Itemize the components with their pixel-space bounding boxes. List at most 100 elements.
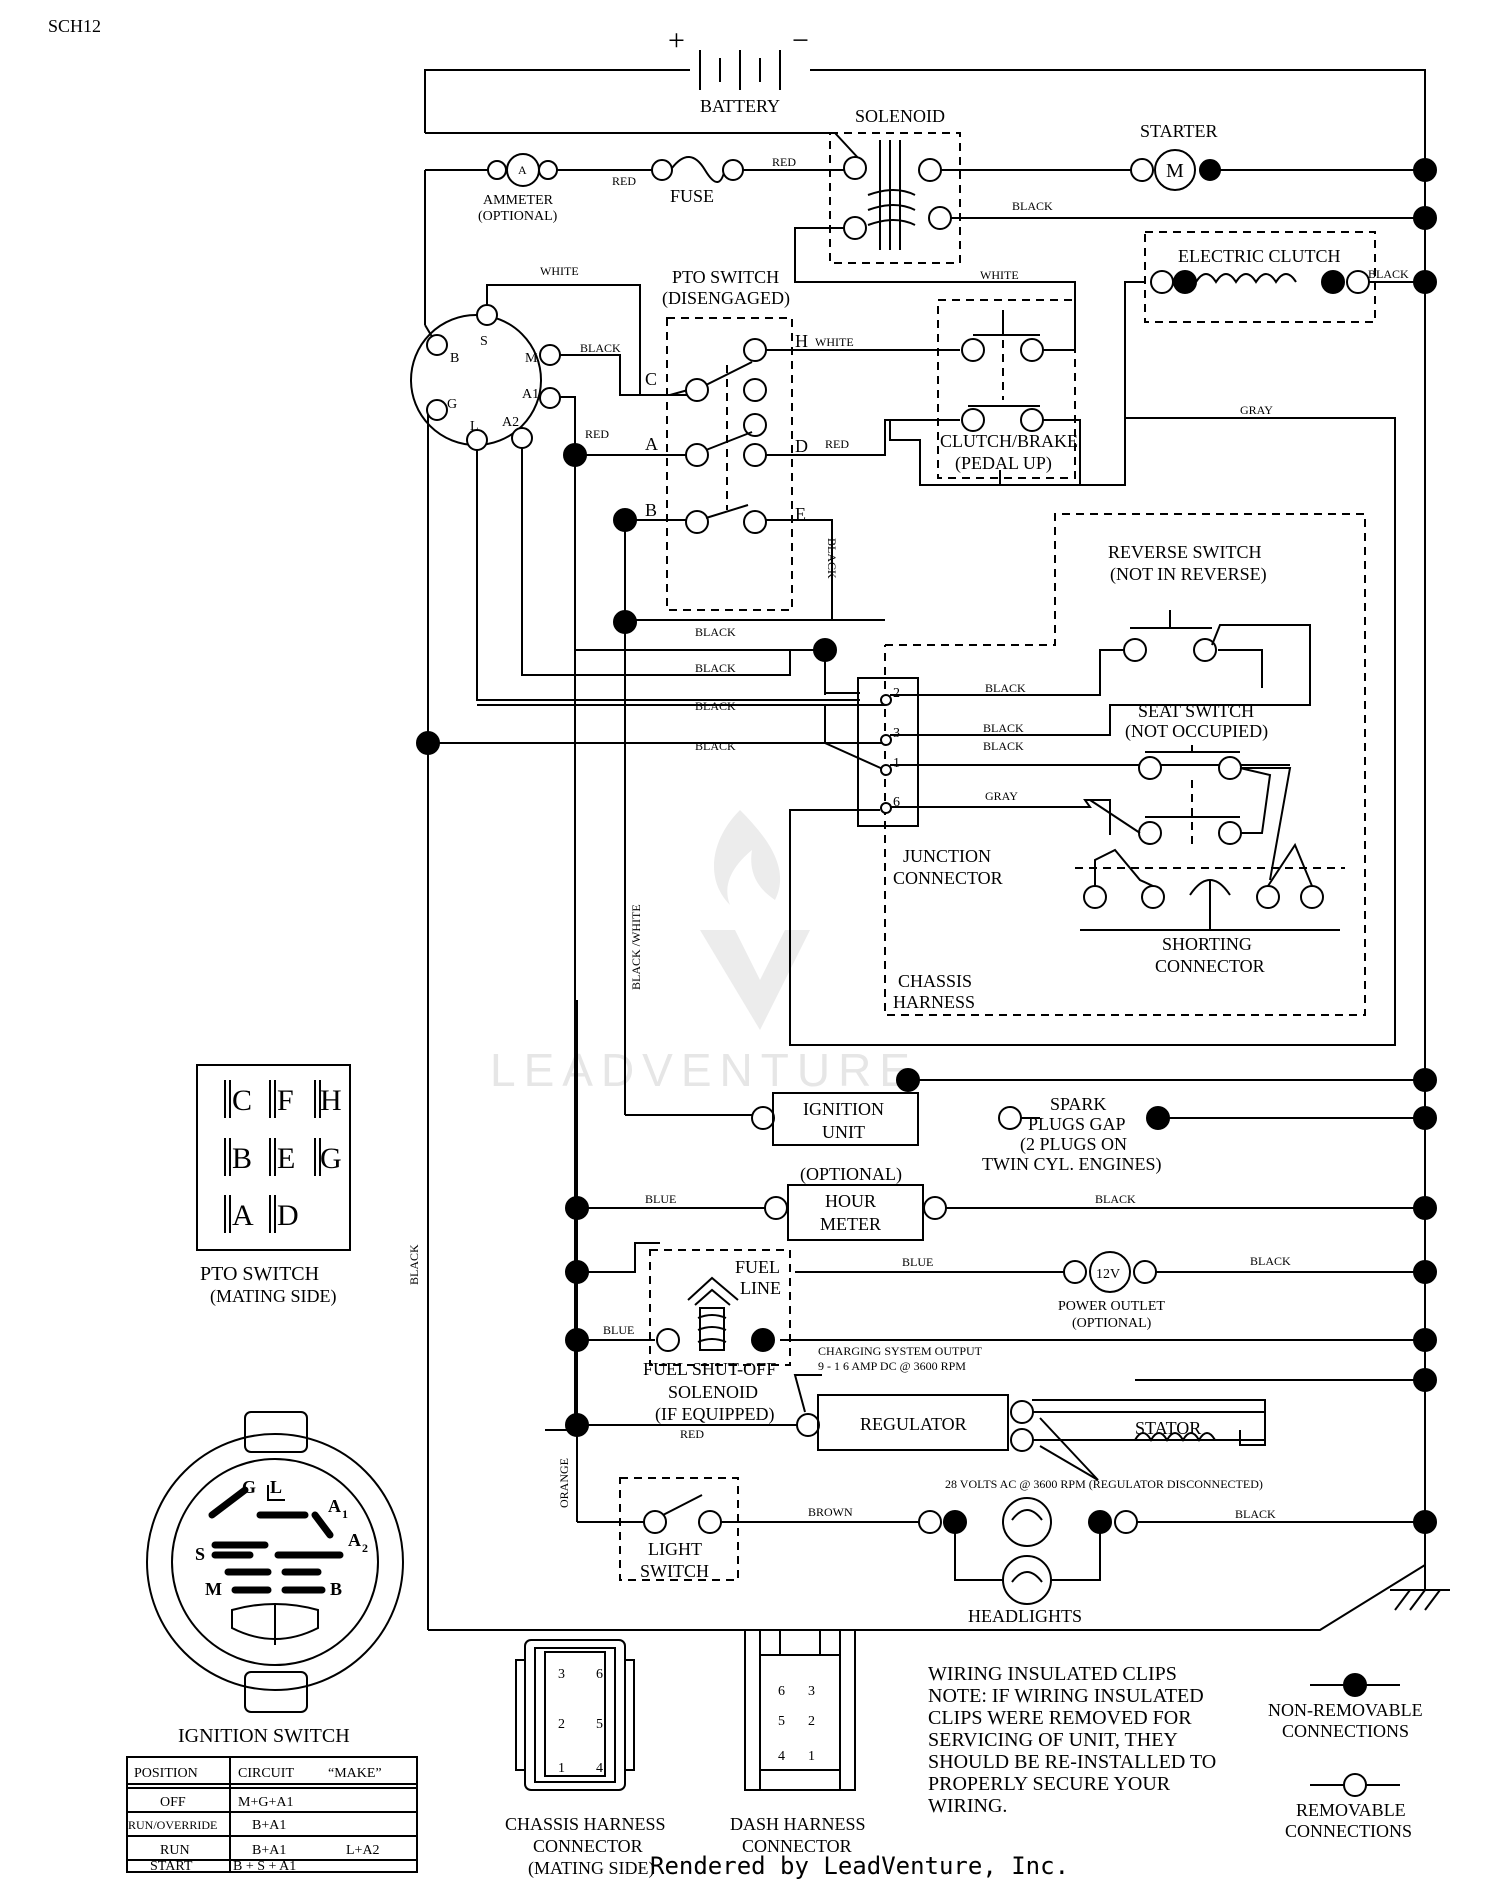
- chassis-pin-4: 4: [596, 1761, 603, 1776]
- pto-mating-subtitle: (MATING SIDE): [210, 1286, 336, 1307]
- volts-note: 28 VOLTS AC @ 3600 RPM (REGULATOR DISCON…: [945, 1477, 1263, 1491]
- wire-black-14: BLACK: [1250, 1254, 1291, 1268]
- pto-mating-title: PTO SWITCH: [200, 1263, 319, 1285]
- ign-face-m: M: [205, 1579, 222, 1599]
- dash-pin-2: 2: [808, 1714, 815, 1729]
- note-line-5: PROPERLY SECURE YOUR: [928, 1773, 1171, 1795]
- pto-e: E: [795, 504, 806, 524]
- seat-state: (NOT OCCUPIED): [1125, 721, 1268, 742]
- fuel-shutoff-1: FUEL SHUT-OFF: [643, 1359, 776, 1379]
- wire-gray-1: GRAY: [1240, 403, 1273, 417]
- fuse: FUSE: [651, 156, 744, 206]
- legend-removable-1: REMOVABLE: [1296, 1800, 1406, 1820]
- dash-pin-3: 3: [808, 1684, 815, 1699]
- pto-mate-b: B: [232, 1142, 252, 1175]
- fuel-shutoff-2: SOLENOID: [668, 1382, 758, 1402]
- ignition-unit: IGNITION UNIT SPARK PLUGS GAP (2 PLUGS O…: [751, 1092, 1170, 1175]
- wire-red-4: RED: [825, 437, 849, 451]
- regulator: CHARGING SYSTEM OUTPUT 9 - 1 6 AMP DC @ …: [793, 1344, 1266, 1491]
- ign-g: G: [447, 397, 457, 412]
- legend-removable-2: CONNECTIONS: [1285, 1821, 1412, 1841]
- outlet-symbol: 12V: [1096, 1267, 1120, 1282]
- note-line-4: SHOULD BE RE-INSTALLED TO: [928, 1751, 1216, 1773]
- legend-removable-dot: [1343, 1773, 1367, 1797]
- table-row-1-circuit: B+A1: [252, 1818, 286, 1833]
- solenoid: SOLENOID: [829, 106, 961, 264]
- ign-face-a1-sub: 1: [342, 1507, 348, 1521]
- junction-label: JUNCTION: [903, 846, 991, 866]
- wire-black-6: BLACK: [695, 661, 736, 675]
- fuel-shutoff-solenoid: FUEL LINE FUEL SHUT-OFF SOLENOID (IF EQU…: [643, 1249, 791, 1425]
- electric-clutch: ELECTRIC CLUTCH: [1144, 231, 1376, 323]
- starter-symbol: M: [1166, 160, 1184, 182]
- pto-h: H: [795, 331, 808, 351]
- ignition-unit-unit: UNIT: [822, 1122, 865, 1142]
- wire-orange: ORANGE: [557, 1458, 571, 1508]
- watermark-text: LEADVENTURE: [490, 1044, 918, 1096]
- wire-blue-2: BLUE: [902, 1255, 933, 1269]
- power-outlet: 12V POWER OUTLET (OPTIONAL): [1058, 1251, 1165, 1331]
- wire-red-5: RED: [680, 1427, 704, 1441]
- pto-state: (DISENGAGED): [662, 288, 790, 309]
- table-row-2-extra: L+A2: [346, 1843, 380, 1858]
- pto-mate-c: C: [232, 1084, 252, 1117]
- wire-black-1: BLACK: [1012, 199, 1053, 213]
- ignition-unit-label: IGNITION: [803, 1099, 884, 1119]
- junction-connector-label: CONNECTOR: [893, 868, 1003, 888]
- rendered-by: Rendered by LeadVenture, Inc.: [650, 1852, 1069, 1880]
- jpin-2: 2: [893, 686, 900, 701]
- dash-conn-title-1: DASH HARNESS: [730, 1814, 866, 1834]
- wire-black-9: BLACK: [985, 681, 1026, 695]
- wire-white-2: WHITE: [815, 335, 854, 349]
- hour-meter-optional: (OPTIONAL): [800, 1164, 902, 1185]
- switch-label: SWITCH: [640, 1561, 709, 1581]
- table-row-2-circuit: B+A1: [252, 1843, 286, 1858]
- starter: M STARTER: [1130, 121, 1221, 191]
- ignition-switch-title: IGNITION SWITCH: [178, 1725, 350, 1747]
- line-label: LINE: [740, 1278, 781, 1298]
- note-line-1: NOTE: IF WIRING INSULATED: [928, 1685, 1204, 1707]
- legend-non-removable-dot: [1343, 1673, 1367, 1697]
- charging-2: 9 - 1 6 AMP DC @ 3600 RPM: [818, 1359, 966, 1373]
- dash-harness-connector: 6 3 5 2 4 1 DASH HARNESS CONNECTOR: [730, 1629, 866, 1856]
- dash-pin-1: 1: [808, 1749, 815, 1764]
- wire-black-3: BLACK: [1368, 267, 1409, 281]
- ammeter-label: AMMETER: [483, 193, 554, 208]
- table-row-2-position: RUN: [160, 1843, 190, 1858]
- note-line-0: WIRING INSULATED CLIPS: [928, 1663, 1177, 1685]
- note-line-2: CLIPS WERE REMOVED FOR: [928, 1707, 1192, 1729]
- chassis-pin-1: 1: [558, 1761, 565, 1776]
- ign-l: L: [470, 419, 479, 434]
- wire-red-3: RED: [585, 427, 609, 441]
- starter-label: STARTER: [1140, 121, 1217, 141]
- reverse-label: REVERSE SWITCH: [1108, 542, 1262, 562]
- ign-b: B: [450, 351, 459, 366]
- pto-mate-a: A: [232, 1199, 254, 1232]
- battery-label: BATTERY: [700, 96, 780, 116]
- chassis-label: CHASSIS: [898, 971, 972, 991]
- battery-plus: +: [668, 24, 685, 57]
- ign-face-l: L: [270, 1477, 282, 1497]
- battery: + − BATTERY: [668, 24, 809, 116]
- wire-black-11: BLACK: [983, 739, 1024, 753]
- note-line-6: WIRING.: [928, 1795, 1007, 1817]
- electric-clutch-label: ELECTRIC CLUTCH: [1178, 246, 1341, 266]
- watermark: LEADVENTURE: [490, 810, 918, 1096]
- wire-black-10: BLACK: [983, 721, 1024, 735]
- pto-label: PTO SWITCH: [672, 267, 779, 287]
- headlights-label: HEADLIGHTS: [968, 1606, 1082, 1626]
- pto-mate-f: F: [277, 1084, 294, 1117]
- fuel-shutoff-3: (IF EQUIPPED): [655, 1404, 775, 1425]
- wire-labels: RED RED BLACK WHITE BLACK WHITE WHITE BL…: [407, 155, 1409, 1521]
- chassis-conn-title-2: CONNECTOR: [533, 1836, 643, 1856]
- jpin-3: 3: [893, 726, 900, 741]
- ign-face-s: S: [195, 1544, 205, 1564]
- wire-brown: BROWN: [808, 1505, 853, 1519]
- ign-s: S: [480, 334, 488, 349]
- clutch-brake-label: CLUTCH/BRAKE: [940, 431, 1078, 451]
- fuel-label: FUEL: [735, 1257, 780, 1277]
- light-switch: LIGHT SWITCH: [619, 1477, 739, 1581]
- chassis-pin-3: 3: [558, 1667, 565, 1682]
- chassis-pin-6: 6: [596, 1667, 603, 1682]
